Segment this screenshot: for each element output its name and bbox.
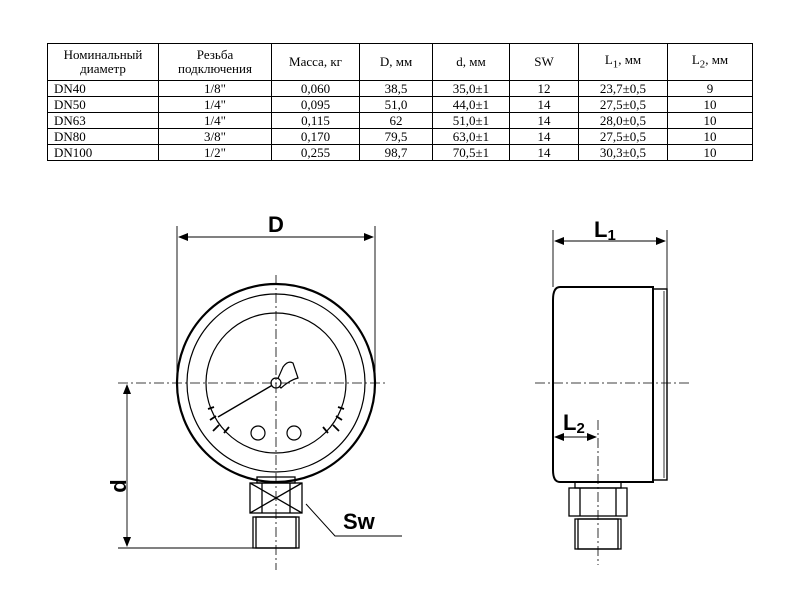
table-cell: 70,5±1 [432, 144, 510, 161]
pointer-needle [217, 361, 299, 418]
header-text: D, мм [379, 54, 413, 69]
table-cell: 63,0±1 [432, 128, 510, 145]
table-cell: DN80 [47, 128, 159, 145]
table-cell: 1/2" [158, 144, 272, 161]
header-text: Масса, кг [289, 54, 342, 69]
table-cell: 38,5 [359, 80, 433, 97]
label-L1: L1 [594, 217, 616, 244]
header-text: Номинальный [63, 47, 143, 62]
label-d: d [106, 479, 131, 492]
spec-table: Номинальный диаметр Резьба подключения М… [47, 43, 753, 161]
sw-leader-line [305, 503, 402, 537]
table-cell: 10 [667, 96, 753, 113]
header-text: SW [534, 54, 554, 69]
header-text: Резьба [196, 47, 234, 62]
dial-hole-left [250, 425, 266, 441]
col-header-nominal-diameter: Номинальный диаметр [47, 43, 159, 81]
label-L2: L2 [563, 410, 585, 437]
dimension-D [176, 226, 376, 383]
header-text: , мм [705, 51, 729, 67]
table-cell: 30,3±0,5 [578, 144, 668, 161]
header-text: подключения [178, 61, 252, 76]
table-cell: 10 [667, 144, 753, 161]
header-subscript: 1 [612, 58, 619, 71]
header-text: диаметр [80, 61, 126, 76]
header-text: d, мм [456, 54, 486, 69]
table-cell: 23,7±0,5 [578, 80, 668, 97]
table-cell: 98,7 [359, 144, 433, 161]
header-text: L [691, 51, 700, 67]
dial-hole-right [286, 425, 302, 441]
table-cell: 0,060 [271, 80, 360, 97]
table-cell: DN50 [47, 96, 159, 113]
header-text: , мм [618, 51, 642, 67]
scale-ticks-left [207, 406, 230, 434]
label-L2-main: L [563, 410, 576, 435]
label-sw: Sw [343, 509, 376, 534]
case-side-body [552, 286, 654, 483]
table-cell: 0,115 [271, 112, 360, 129]
table-cell: 0,255 [271, 144, 360, 161]
centerlines-side [535, 382, 690, 565]
dimension-L1 [552, 230, 668, 289]
col-header-thread: Резьба подключения [158, 43, 272, 81]
label-L2-sub: 2 [576, 420, 584, 437]
dimension-d [118, 384, 255, 549]
col-header-d: d, мм [432, 43, 510, 81]
centerlines-front [118, 275, 385, 570]
col-header-SW: SW [509, 43, 579, 81]
side-view [535, 230, 690, 565]
col-header-L1: L1, мм [578, 43, 668, 81]
front-ring-side [652, 288, 668, 481]
front-view [118, 226, 402, 570]
label-D: D [268, 212, 284, 237]
label-L1-main: L [594, 217, 607, 242]
table-cell: 14 [509, 112, 579, 129]
header-row: Номинальный диаметр Резьба подключения М… [47, 43, 753, 81]
scale-ticks-right [322, 406, 345, 434]
table-cell: 51,0±1 [432, 112, 510, 129]
col-header-mass: Масса, кг [271, 43, 360, 81]
header-text: L [604, 51, 613, 67]
label-L1-sub: 1 [607, 227, 615, 244]
table-cell: DN100 [47, 144, 159, 161]
header-subscript: 2 [699, 58, 706, 71]
